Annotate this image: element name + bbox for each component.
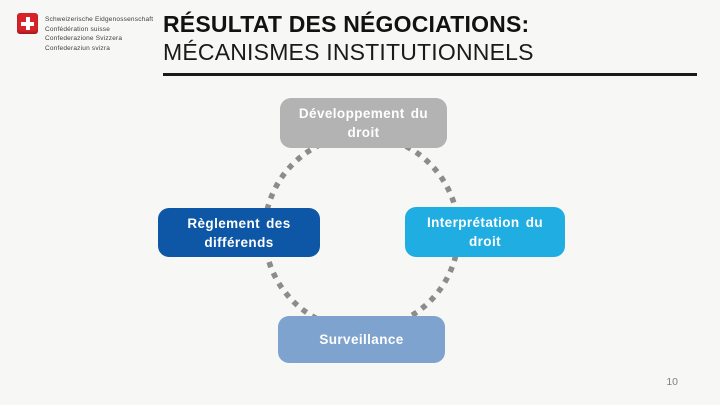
node-label: Surveillance	[319, 332, 404, 347]
swiss-confederation-logo: Schweizerische Eidgenossenschaft Confédé…	[17, 13, 153, 53]
logo-line-italian: Confederazione Svizzera	[45, 35, 123, 43]
title-underline	[163, 73, 697, 76]
slide-title: RÉSULTAT DES NÉGOCIATIONS: MÉCANISMES IN…	[163, 10, 700, 76]
node-label: Règlement des différends	[187, 215, 291, 250]
node-reglement-des-differends: Règlement des différends	[158, 208, 320, 257]
title-line-2: MÉCANISMES INSTITUTIONNELS	[163, 39, 534, 65]
logo-wordmark: Schweizerische Eidgenossenschaft Confédé…	[45, 13, 153, 53]
node-label: Interprétation du droit	[426, 215, 544, 249]
swiss-flag-icon	[17, 13, 38, 34]
logo-line-german: Schweizerische Eidgenossenschaft	[45, 16, 154, 23]
node-developpement-du-droit: Développement du droit	[280, 98, 447, 148]
node-label: Développement du droit	[298, 106, 429, 140]
title-line-1: RÉSULTAT DES NÉGOCIATIONS:	[163, 11, 530, 37]
node-surveillance: Surveillance	[278, 316, 445, 363]
page-number: 10	[666, 376, 678, 388]
logo-line-romansh: Confederaziun svizra	[45, 44, 111, 52]
node-interpretation-du-droit: Interprétation du droit	[405, 207, 565, 257]
swiss-cross-horizontal	[21, 21, 34, 26]
logo-line-french: Confédération suisse	[45, 25, 111, 33]
